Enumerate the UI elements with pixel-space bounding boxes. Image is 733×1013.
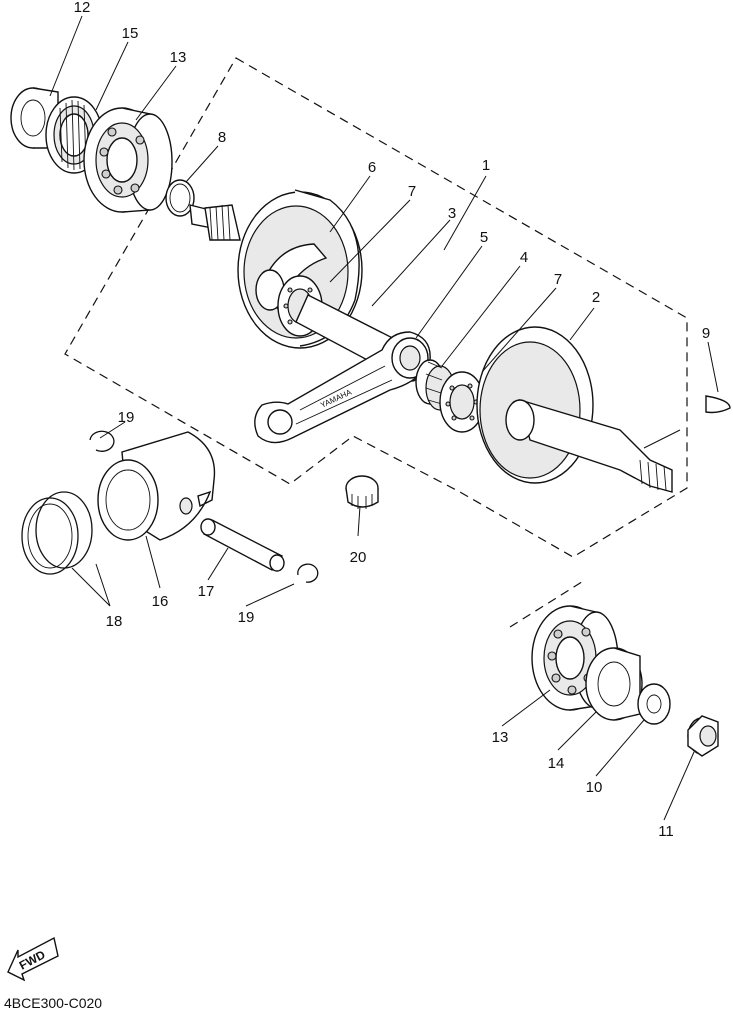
- callout-17: 17: [198, 583, 215, 600]
- callout-12: 12: [74, 0, 91, 16]
- piston-16: [97, 431, 216, 541]
- callout-14: 14: [548, 755, 565, 772]
- connecting-rod: YAMAHA: [254, 331, 431, 444]
- callout-16: 16: [152, 593, 169, 610]
- oil-seal-14: [585, 647, 643, 721]
- callout-7-upper: 7: [408, 183, 416, 200]
- callout-20: 20: [350, 549, 367, 566]
- diagram-code: 4BCE300-C020: [4, 995, 102, 1011]
- ball-bearing-13-left: [83, 107, 173, 213]
- callout-5: 5: [480, 229, 488, 246]
- piston-pin-17: [200, 518, 285, 572]
- callout-19-upper: 19: [118, 409, 135, 426]
- leader-lines: [49, 15, 719, 821]
- callout-4: 4: [520, 249, 528, 266]
- callout-1: 1: [482, 157, 490, 174]
- callout-8: 8: [218, 129, 226, 146]
- callout-9: 9: [702, 325, 710, 342]
- o-ring-8: [165, 179, 195, 217]
- piston-clip-19-lower: [297, 563, 319, 583]
- crank-wheel-2: [476, 326, 673, 493]
- callout-13-lower: 13: [492, 729, 509, 746]
- callout-7-lower: 7: [554, 271, 562, 288]
- fwd-direction-arrow: FWD: [7, 936, 59, 982]
- piston-rings-18: [21, 491, 93, 575]
- washer-10: [637, 683, 671, 725]
- nut-11: [687, 715, 719, 757]
- callout-3: 3: [448, 205, 456, 222]
- callout-2: 2: [592, 289, 600, 306]
- callout-15: 15: [122, 25, 139, 42]
- thrust-washer-7-right: [439, 371, 485, 433]
- piston-clip-19-upper: [89, 430, 115, 452]
- woodruff-key-9: [705, 395, 731, 414]
- callout-18: 18: [106, 613, 123, 630]
- callout-11: 11: [658, 823, 674, 840]
- callout-6: 6: [368, 159, 376, 176]
- callout-19-lower: 19: [238, 609, 255, 626]
- crankshaft-assembly-boundary: [64, 57, 688, 558]
- small-bearing-20: [345, 475, 379, 509]
- callout-10: 10: [586, 779, 603, 796]
- callout-13-upper: 13: [170, 49, 187, 66]
